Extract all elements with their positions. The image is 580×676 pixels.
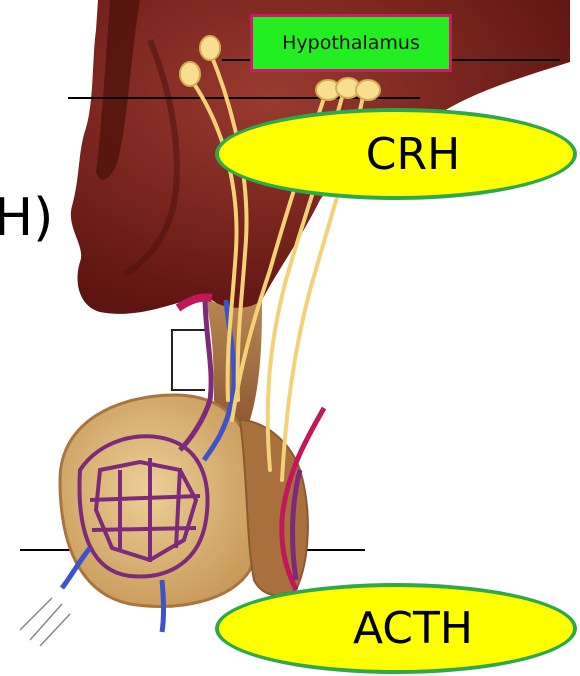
left-edge-text-fragment: H) xyxy=(0,188,53,248)
acth-oval-label: ACTH xyxy=(215,583,577,674)
hypothalamus-label: Hypothalamus xyxy=(250,14,452,72)
stalk-bracket xyxy=(172,330,205,390)
crh-label-text: CRH xyxy=(366,129,460,180)
sketch-marks xyxy=(20,598,70,646)
acth-label-text: ACTH xyxy=(353,603,473,654)
crh-oval-label: CRH xyxy=(215,108,577,200)
